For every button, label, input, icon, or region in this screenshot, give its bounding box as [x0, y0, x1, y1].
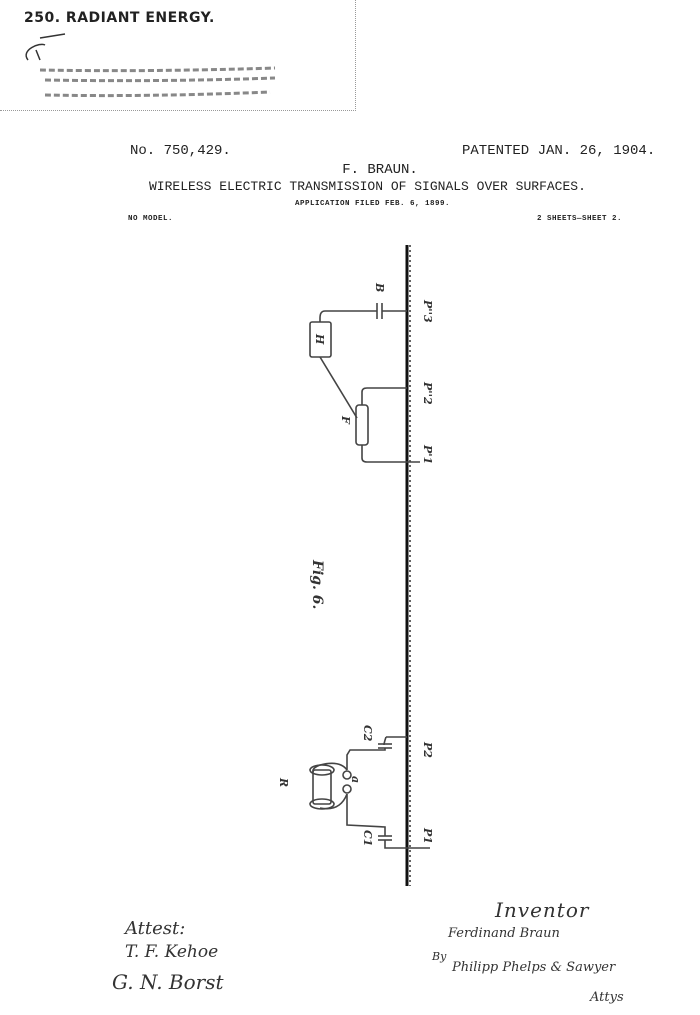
label-F: F [339, 415, 352, 425]
label-P1-top: P'1 [421, 444, 434, 464]
label-P2: P2 [421, 741, 434, 758]
inventor-name: F. BRAUN. [342, 162, 418, 178]
patented-date: PATENTED JAN. 26, 1904. [462, 143, 656, 159]
patent-number: No. 750,429. [130, 143, 231, 159]
label-H: H [313, 333, 326, 345]
coil-F [355, 404, 369, 446]
attorneys-label: Attys [590, 990, 624, 1005]
label-R: R [277, 777, 290, 787]
label-P1: P1 [421, 827, 434, 844]
label-C2: C2 [361, 725, 374, 742]
witness-signature-1: T. F. Kehoe [125, 942, 219, 962]
terminal-a1 [342, 770, 352, 780]
patent-title: WIRELESS ELECTRIC TRANSMISSION OF SIGNAL… [149, 179, 586, 194]
label-C1: C1 [361, 830, 374, 846]
figure-label: Fig. 6. [309, 559, 325, 609]
transmitter-circuit [309, 303, 420, 463]
inventor-signature: Ferdinand Braun [448, 926, 560, 941]
attorneys-signature: Philipp Phelps & Sawyer [452, 960, 616, 975]
classification-stamp [0, 0, 356, 111]
application-filed: APPLICATION FILED FEB. 6, 1899. [295, 200, 451, 208]
stamp-title: 250. RADIANT ENERGY. [24, 10, 215, 26]
label-B: B [373, 282, 386, 292]
label-P2-top: P''2 [421, 381, 434, 405]
label-P3: P''3 [421, 299, 434, 323]
coil-R [312, 769, 332, 805]
inventor-heading: Inventor [495, 898, 590, 922]
terminal-a2 [342, 784, 352, 794]
by-label: By [432, 950, 447, 963]
attest-label: Attest: [125, 918, 186, 939]
label-a: a [349, 776, 362, 783]
receiver-circuit [309, 736, 430, 849]
sheet-number: 2 SHEETS—SHEET 2. [537, 215, 623, 223]
witness-signature-2: G. N. Borst [112, 970, 224, 994]
no-model: NO MODEL. [128, 215, 174, 223]
